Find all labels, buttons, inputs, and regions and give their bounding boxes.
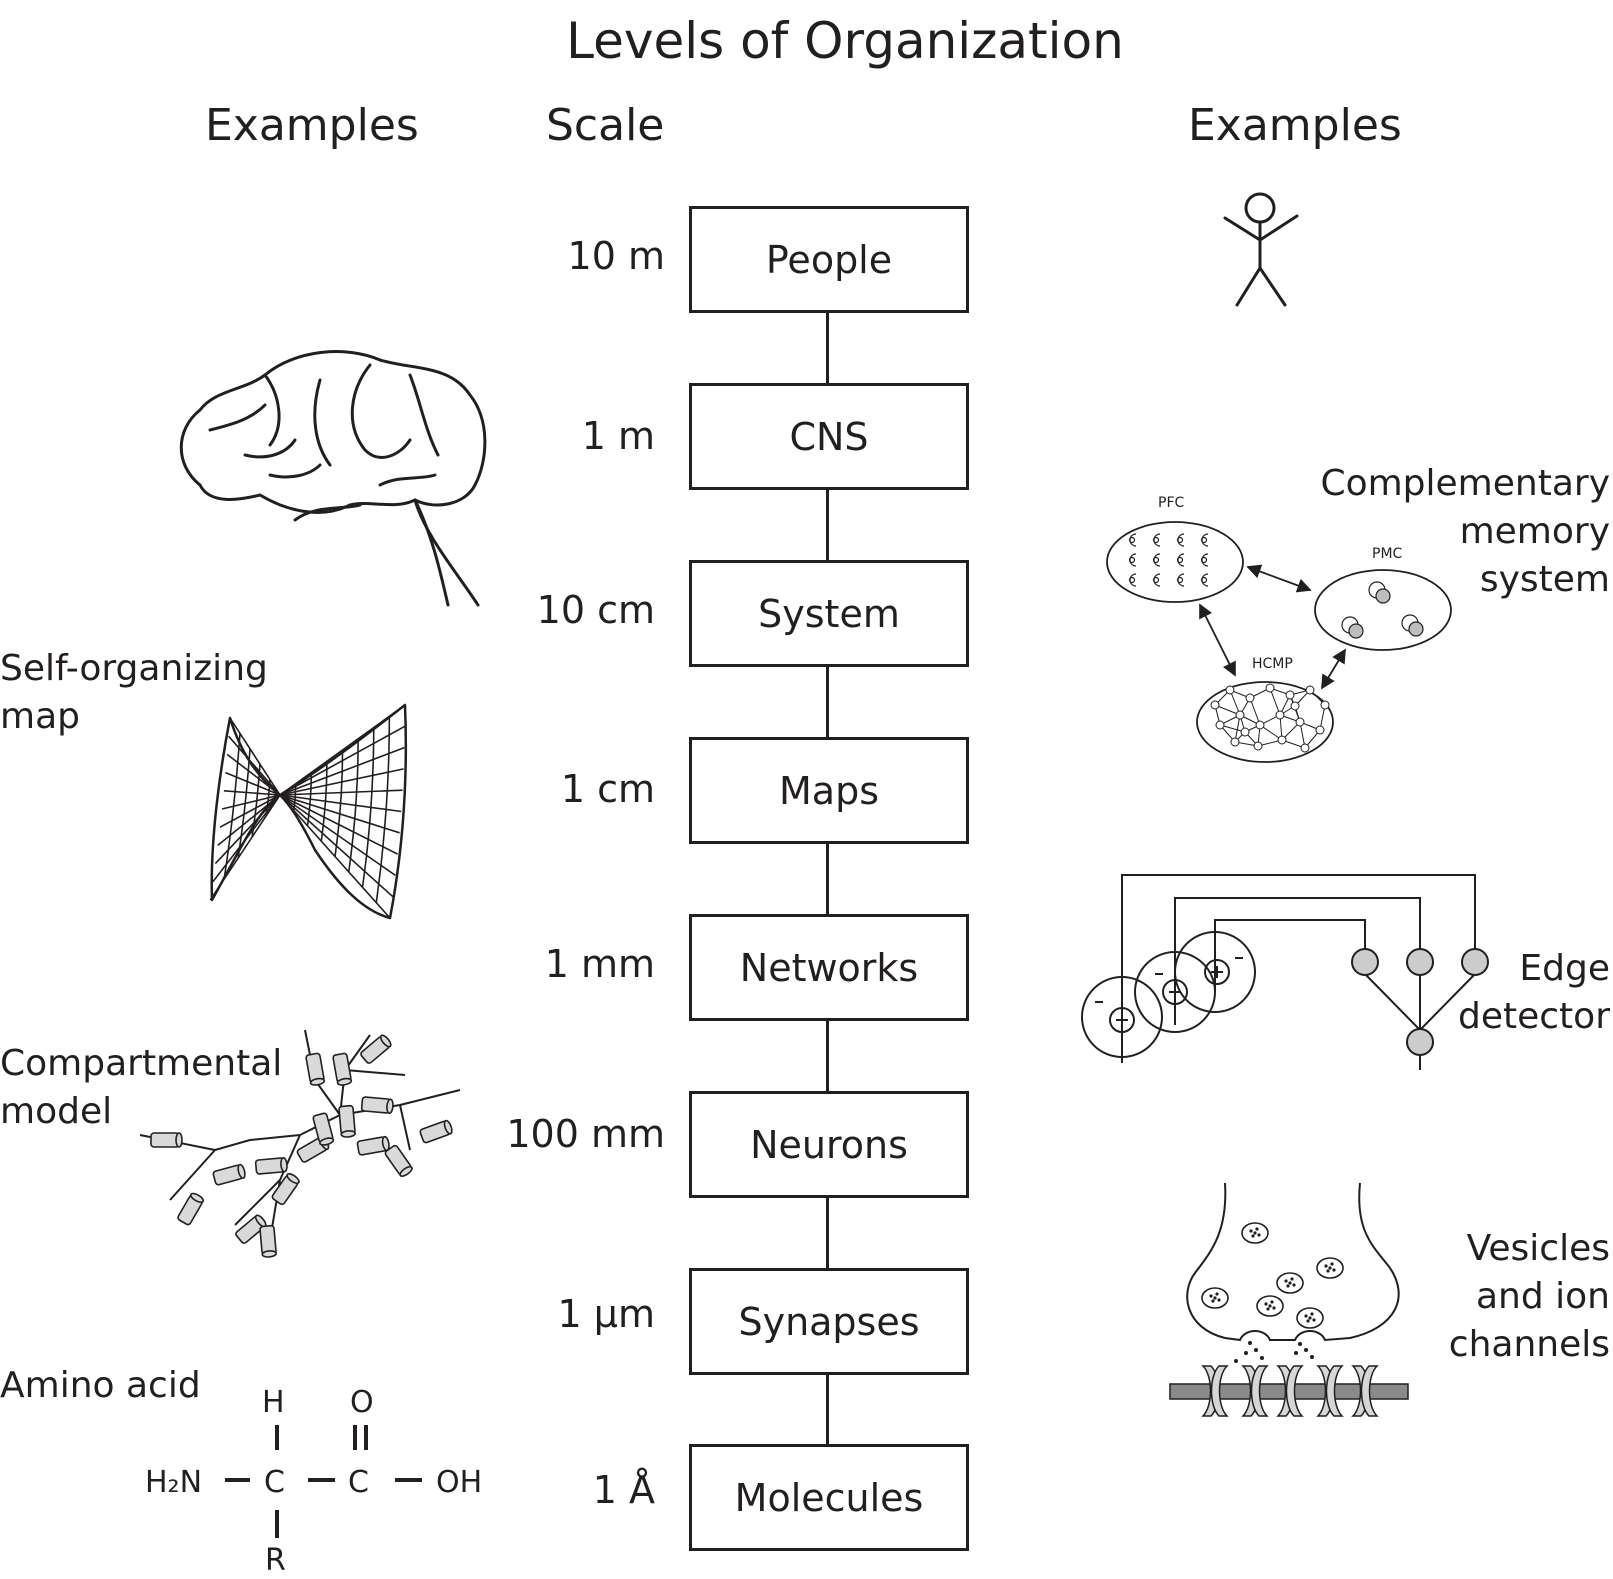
brain-icon bbox=[179, 350, 487, 607]
scale-label-system: 10 cm bbox=[536, 588, 655, 632]
group-h2n: H₂N bbox=[145, 1465, 203, 1500]
label-self-organizing-map: Self-organizing map bbox=[0, 648, 268, 737]
connector-5 bbox=[826, 1020, 829, 1091]
edge-detector-icon bbox=[1081, 874, 1489, 1070]
connector-7 bbox=[826, 1374, 829, 1444]
level-box-cns: CNS bbox=[689, 383, 969, 490]
level-name: CNS bbox=[789, 414, 869, 459]
level-box-molecules: Molecules bbox=[689, 1444, 969, 1551]
scale-label-people: 10 m bbox=[567, 234, 665, 278]
self-organizing-map-icon bbox=[209, 703, 408, 920]
level-box-neurons: Neurons bbox=[689, 1091, 969, 1198]
level-name: People bbox=[765, 237, 893, 282]
scale-label-synapses: 1 µm bbox=[557, 1292, 655, 1336]
header-left-examples: Examples bbox=[205, 100, 419, 151]
cms-label-hcmp: HCMP bbox=[1252, 656, 1293, 672]
atom-c-carboxyl: C bbox=[348, 1465, 369, 1500]
atom-h: H bbox=[262, 1385, 285, 1420]
level-name: Neurons bbox=[750, 1122, 908, 1167]
page-title: Levels of Organization bbox=[566, 12, 1124, 70]
amino-acid-bonds bbox=[225, 1425, 422, 1538]
connector-6 bbox=[826, 1197, 829, 1268]
connector-4 bbox=[826, 844, 829, 914]
level-box-people: People bbox=[689, 206, 969, 313]
label-complementary-memory-system: Complementary memory system bbox=[1320, 463, 1610, 600]
complementary-memory-system-icon bbox=[1106, 521, 1452, 763]
label-edge-detector: Edge detector bbox=[1458, 948, 1610, 1037]
cms-label-pmc: PMC bbox=[1372, 546, 1403, 562]
stick-figure-icon bbox=[1223, 192, 1299, 307]
scale-label-networks: 1 mm bbox=[544, 942, 655, 986]
compartmental-model-icon bbox=[139, 1029, 461, 1258]
atom-c-alpha: C bbox=[264, 1465, 285, 1500]
label-compartmental-model: Compartmental model bbox=[0, 1043, 283, 1132]
level-name: Synapses bbox=[738, 1299, 920, 1344]
level-box-synapses: Synapses bbox=[689, 1268, 969, 1375]
level-box-system: System bbox=[689, 560, 969, 667]
level-box-maps: Maps bbox=[689, 737, 969, 844]
level-box-networks: Networks bbox=[689, 914, 969, 1021]
connector-3 bbox=[826, 667, 829, 737]
level-name: Molecules bbox=[734, 1475, 924, 1520]
label-amino-acid: Amino acid bbox=[0, 1365, 201, 1406]
cms-label-pfc: PFC bbox=[1158, 495, 1185, 511]
scale-label-maps: 1 cm bbox=[560, 767, 655, 811]
scale-label-cns: 1 m bbox=[581, 414, 655, 458]
atom-o: O bbox=[350, 1385, 374, 1420]
connector-1 bbox=[826, 313, 829, 383]
header-scale: Scale bbox=[546, 100, 665, 151]
level-name: Networks bbox=[739, 945, 919, 990]
scale-label-molecules: 1 Å bbox=[592, 1468, 655, 1512]
group-oh: OH bbox=[436, 1465, 483, 1500]
connector-2 bbox=[826, 490, 829, 560]
label-vesicles-ion-channels: Vesicles and ion channels bbox=[1448, 1228, 1610, 1365]
header-right-examples: Examples bbox=[1188, 100, 1402, 151]
atom-r: R bbox=[265, 1543, 286, 1578]
synapse-icon bbox=[1169, 1182, 1409, 1417]
level-name: Maps bbox=[779, 768, 879, 813]
scale-label-neurons: 100 mm bbox=[506, 1112, 665, 1156]
level-name: System bbox=[758, 591, 900, 636]
